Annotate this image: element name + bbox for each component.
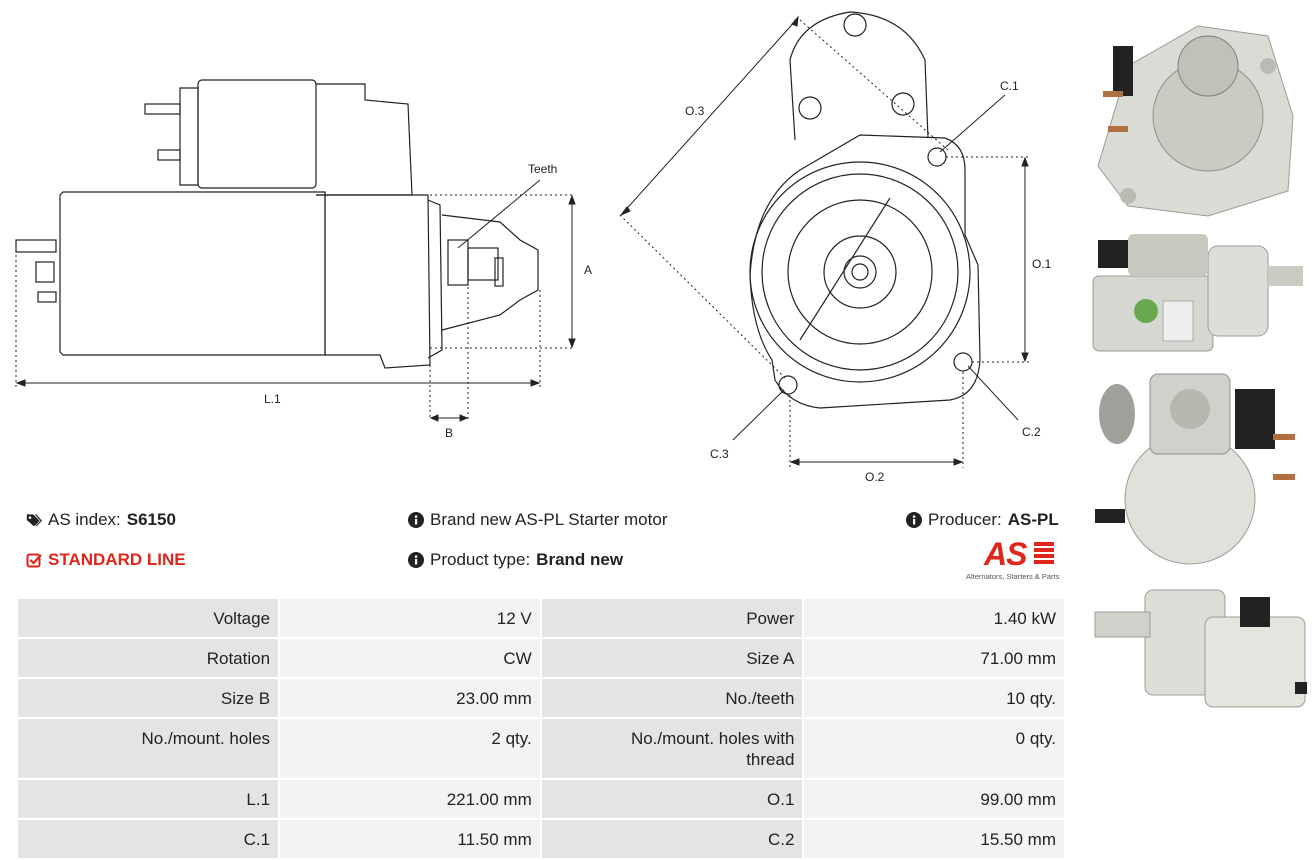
table-row: Size B 23.00 mm No./teeth 10 qty. [18,679,1064,717]
spec-key: No./mount. holes [18,719,279,778]
spec-key: Rotation [18,639,279,677]
product-photo-top [1094,589,1307,708]
spec-key: Power [541,599,803,637]
as-index-label: AS index: [48,510,121,529]
spec-value: 15.50 mm [804,820,1064,858]
spec-value: 11.50 mm [280,820,540,858]
spec-key: No./teeth [541,679,803,717]
tags-icon [26,514,42,527]
spec-key: O.1 [541,780,803,818]
dim-a-label: A [584,263,592,277]
info-icon [408,552,424,568]
dim-l1-label: L.1 [264,392,281,406]
spec-key-text: No./mount. holes with thread [630,729,795,769]
table-row: L.1 221.00 mm O.1 99.00 mm [18,780,1064,818]
specifications-table: Voltage 12 V Power 1.40 kW Rotation CW S… [16,597,1066,860]
spec-value: 99.00 mm [804,780,1064,818]
spec-value: 221.00 mm [280,780,540,818]
standard-line-badge: STANDARD LINE [26,550,186,570]
spec-value: 23.00 mm [280,679,540,717]
checkbox-icon [26,553,42,568]
spec-key: Voltage [18,599,279,637]
logo-tagline: Alternators, Starters & Parts [966,572,1060,581]
spec-key: C.2 [541,820,803,858]
as-index: AS index: S6150 [26,510,176,530]
spec-value: 10 qty. [804,679,1064,717]
spec-value: 0 qty. [804,719,1064,778]
table-row: Rotation CW Size A 71.00 mm [18,639,1064,677]
dim-c2-label: C.2 [1022,425,1041,439]
table-row: C.1 11.50 mm C.2 15.50 mm [18,820,1064,858]
producer-value: AS-PL [1007,510,1059,529]
table-row: Voltage 12 V Power 1.40 kW [18,599,1064,637]
info-icon [408,512,424,528]
dim-o3-label: O.3 [685,104,705,118]
info-icon [906,512,922,528]
spec-value: 12 V [280,599,540,637]
spec-key: C.1 [18,820,279,858]
product-photo-side [1092,234,1303,352]
spec-value: 71.00 mm [804,639,1064,677]
dim-o1-label: O.1 [1032,257,1052,271]
product-type: Product type: Brand new [408,550,623,570]
producer-label: Producer: [928,510,1002,529]
table-row: No./mount. holes 2 qty. No./mount. holes… [18,719,1064,778]
spec-value: 1.40 kW [804,599,1064,637]
logo-mark: AS [984,536,1027,572]
starter-front-view-drawing: O.3 C.1 O.1 C.2 C.3 O.2 [619,11,1052,484]
spec-value: CW [280,639,540,677]
product-type-label: Product type: [430,550,531,569]
logo-stripes [1034,542,1054,566]
description-text: Brand new AS-PL Starter motor [430,510,668,529]
spec-key: Size B [18,679,279,717]
spec-key: No./mount. holes with thread [541,719,803,778]
as-index-value: S6150 [126,510,176,529]
spec-value: 2 qty. [280,719,540,778]
starter-side-view-drawing: Teeth A L.1 B [15,79,592,440]
product-photo-front [1097,25,1294,217]
dim-c1-label: C.1 [1000,79,1019,93]
as-pl-logo: AS Alternators, Starters & Parts [962,538,1070,584]
spec-key: Size A [541,639,803,677]
product-type-value: Brand new [536,550,624,569]
spec-key: L.1 [18,780,279,818]
product-photo-rear [1095,373,1295,565]
standard-line-label: STANDARD LINE [48,550,186,569]
dim-o2-label: O.2 [865,470,885,484]
product-description: Brand new AS-PL Starter motor [408,510,667,530]
dim-b-label: B [445,426,453,440]
producer: Producer: AS-PL [906,510,1059,530]
dim-c3-label: C.3 [710,447,729,461]
teeth-label: Teeth [528,162,557,176]
